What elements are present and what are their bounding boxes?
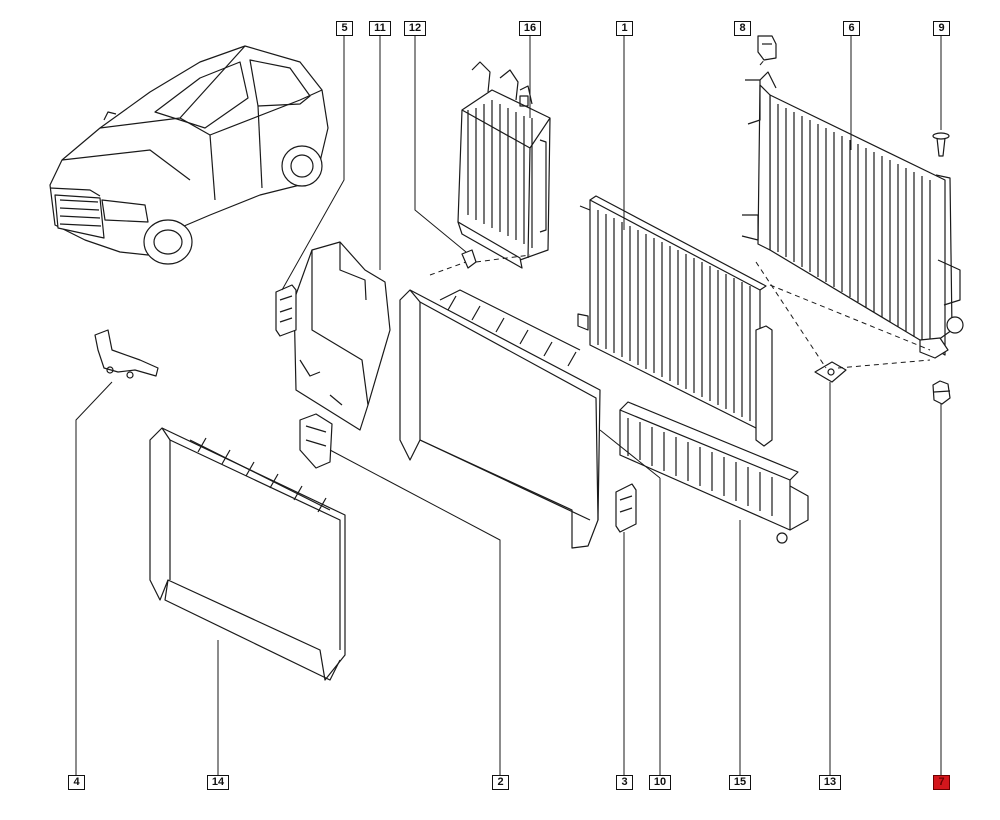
callout-11: 11 (369, 21, 391, 36)
callout-15: 15 (729, 775, 751, 790)
part-9-pin (932, 132, 950, 157)
callout-7-highlighted[interactable]: 7 (933, 775, 950, 790)
part-11-shroud (293, 241, 391, 431)
assembly-lines (429, 57, 931, 369)
part-1-condenser (577, 195, 773, 447)
part-2-clip (299, 413, 333, 469)
callout-14: 14 (207, 775, 229, 790)
callout-12: 12 (404, 21, 426, 36)
leader-lines (75, 36, 942, 775)
part-6-radiator (741, 71, 964, 359)
callout-10: 10 (649, 775, 671, 790)
car-illustration (49, 45, 329, 265)
callout-9: 9 (933, 21, 950, 36)
callout-13: 13 (819, 775, 841, 790)
part-15-oil-cooler (619, 401, 809, 544)
part-3-clip (615, 483, 637, 533)
part-4-bracket (94, 329, 159, 379)
part-12-sensor (461, 249, 477, 269)
part-16-intercooler (457, 61, 551, 269)
part-7-nut (932, 380, 951, 405)
part-10-frame (399, 289, 601, 549)
callout-4: 4 (68, 775, 85, 790)
callout-8: 8 (734, 21, 751, 36)
part-8-clip (757, 35, 777, 61)
part-5-clip (275, 284, 297, 337)
part-13-bracket (814, 361, 847, 383)
callout-5: 5 (336, 21, 353, 36)
part-14-frame (149, 427, 346, 681)
callout-2: 2 (492, 775, 509, 790)
callout-1: 1 (616, 21, 633, 36)
callout-16: 16 (519, 21, 541, 36)
callout-6: 6 (843, 21, 860, 36)
callout-3: 3 (616, 775, 633, 790)
